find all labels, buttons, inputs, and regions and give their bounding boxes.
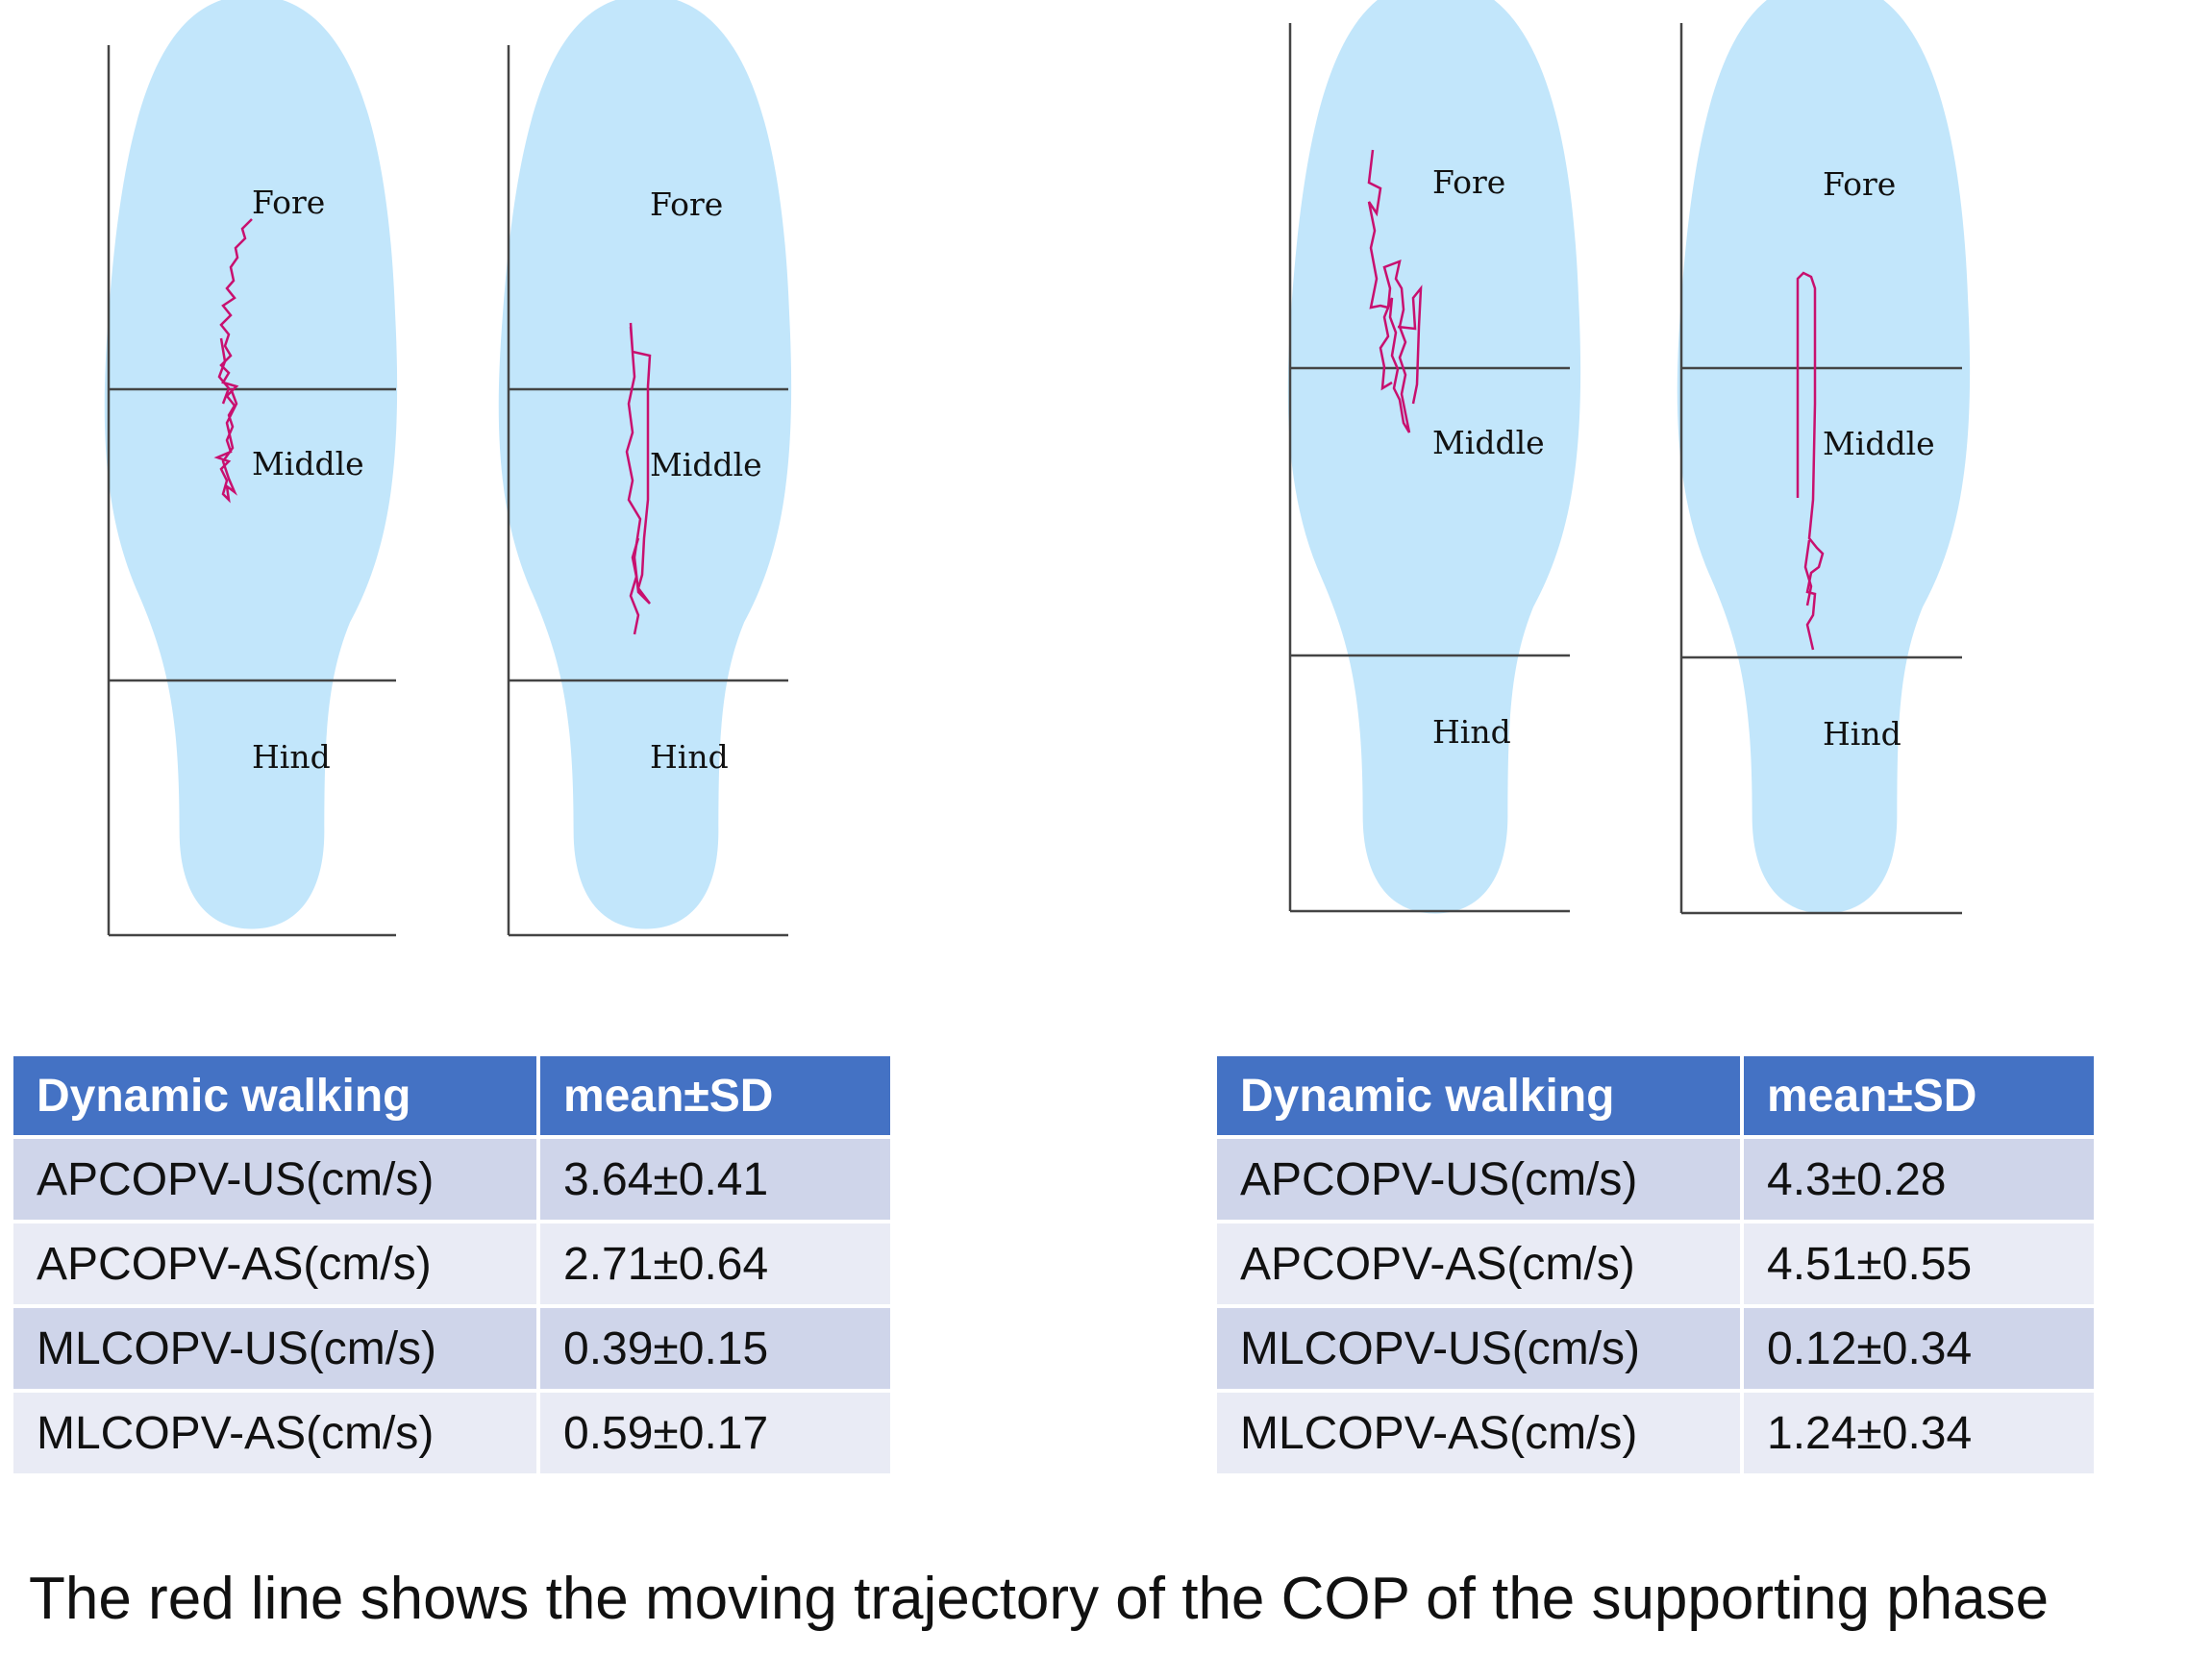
axis-lines (1288, 23, 1570, 913)
row-label: MLCOPV-US(cm/s) (13, 1308, 536, 1389)
row-label: APCOPV-AS(cm/s) (1217, 1223, 1740, 1304)
zone-label-middle: Middle (1823, 425, 1935, 462)
cop-trajectory (625, 322, 652, 605)
table-row: MLCOPV-US(cm/s) 0.39±0.15 (13, 1308, 890, 1389)
table-row: APCOPV-AS(cm/s) 4.51±0.55 (1217, 1223, 2094, 1304)
figure-caption: The red line shows the moving trajectory… (29, 1566, 2050, 1632)
table-row: MLCOPV-AS(cm/s) 1.24±0.34 (1217, 1393, 2094, 1473)
zone-label-middle: Middle (252, 445, 364, 482)
table-row: MLCOPV-AS(cm/s) 0.59±0.17 (13, 1393, 890, 1473)
cop-trajectory (1796, 271, 1825, 651)
zone-label-middle: Middle (1432, 424, 1545, 461)
header-mean-sd: mean±SD (1744, 1056, 2094, 1135)
table-row: APCOPV-US(cm/s) 3.64±0.41 (13, 1139, 890, 1220)
row-label: MLCOPV-AS(cm/s) (13, 1393, 536, 1473)
zone-label-hind: Hind (1432, 713, 1511, 751)
row-label: APCOPV-US(cm/s) (1217, 1139, 1740, 1220)
zone-label-hind: Hind (252, 738, 331, 776)
cop-trajectory (1367, 149, 1411, 433)
axis-lines (107, 45, 396, 937)
zone-label-middle: Middle (650, 446, 762, 483)
foot-panel-4: Fore Middle Hind (1677, 0, 1971, 915)
header-mean-sd: mean±SD (540, 1056, 890, 1135)
row-value: 0.59±0.17 (540, 1393, 890, 1473)
foot-panel-3: Fore Middle Hind (1287, 0, 1581, 914)
row-value: 4.51±0.55 (1744, 1223, 2094, 1304)
table-row: APCOPV-US(cm/s) 4.3±0.28 (1217, 1139, 2094, 1220)
table-row: APCOPV-AS(cm/s) 2.71±0.64 (13, 1223, 890, 1304)
table-row: MLCOPV-US(cm/s) 0.12±0.34 (1217, 1308, 2094, 1389)
cop-trajectory-segment (1803, 539, 1813, 606)
zone-label-fore: Fore (1432, 163, 1505, 201)
row-value: 0.39±0.15 (540, 1308, 890, 1389)
row-value: 1.24±0.34 (1744, 1393, 2094, 1473)
zone-label-hind: Hind (650, 738, 729, 776)
row-value: 2.71±0.64 (540, 1223, 890, 1304)
zone-label-fore: Fore (252, 184, 325, 221)
row-label: APCOPV-AS(cm/s) (13, 1223, 536, 1304)
cop-trajectory-segment (629, 537, 640, 635)
cop-velocity-table-right: Dynamic walking mean±SD APCOPV-US(cm/s) … (1213, 1052, 2098, 1477)
foot-panel-2: Fore Middle Hind (498, 0, 792, 937)
zone-label-fore: Fore (1823, 165, 1896, 203)
row-value: 3.64±0.41 (540, 1139, 890, 1220)
cop-trajectory-segment (217, 337, 231, 405)
cop-velocity-table-left: Dynamic walking mean±SD APCOPV-US(cm/s) … (10, 1052, 894, 1477)
header-dynamic-walking: Dynamic walking (1217, 1056, 1740, 1135)
cop-trajectory-segment (1397, 284, 1423, 405)
row-value: 0.12±0.34 (1744, 1308, 2094, 1389)
row-value: 4.3±0.28 (1744, 1139, 2094, 1220)
zone-label-hind: Hind (1823, 715, 1901, 753)
header-dynamic-walking: Dynamic walking (13, 1056, 536, 1135)
foot-pressure-diagram: Fore Middle Hind Fore Middle Hind (104, 0, 1971, 937)
row-label: APCOPV-US(cm/s) (13, 1139, 536, 1220)
axis-lines (1679, 23, 1962, 915)
row-label: MLCOPV-AS(cm/s) (1217, 1393, 1740, 1473)
row-label: MLCOPV-US(cm/s) (1217, 1308, 1740, 1389)
foot-panel-1: Fore Middle Hind (104, 0, 398, 937)
zone-label-fore: Fore (650, 185, 723, 223)
